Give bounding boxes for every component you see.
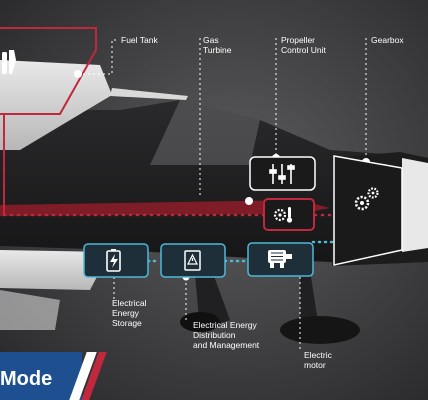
gearbox-label: Gearbox (371, 35, 404, 45)
energy-distribution-label: Electrical Energy Distribution and Manag… (193, 320, 260, 350)
sliders-icon (269, 164, 295, 184)
mode-banner (0, 352, 82, 400)
electric-motor-label: Electric motor (304, 350, 332, 370)
gears-icon (354, 187, 379, 211)
propeller-control-unit-label: Propeller Control Unit (281, 35, 326, 55)
mode-banner-text: Mode (0, 368, 53, 390)
motor-icon (268, 250, 292, 268)
gas-turbine-label: Gas Turbine (203, 35, 232, 55)
fuel-nozzle-icon (2, 50, 16, 74)
energy-storage-label: Electrical Energy Storage (112, 298, 147, 328)
aircraft-silhouette (0, 60, 428, 344)
gearbox-box (333, 155, 403, 266)
fuel-tank-outline (0, 27, 97, 115)
fuel-line (0, 113, 5, 215)
callout-lines (78, 38, 367, 352)
battery-icon (106, 249, 121, 272)
gear-thermometer-icon (273, 207, 293, 223)
fuel-tank-label: Fuel Tank (121, 35, 158, 45)
warning-panel-icon (184, 250, 201, 271)
